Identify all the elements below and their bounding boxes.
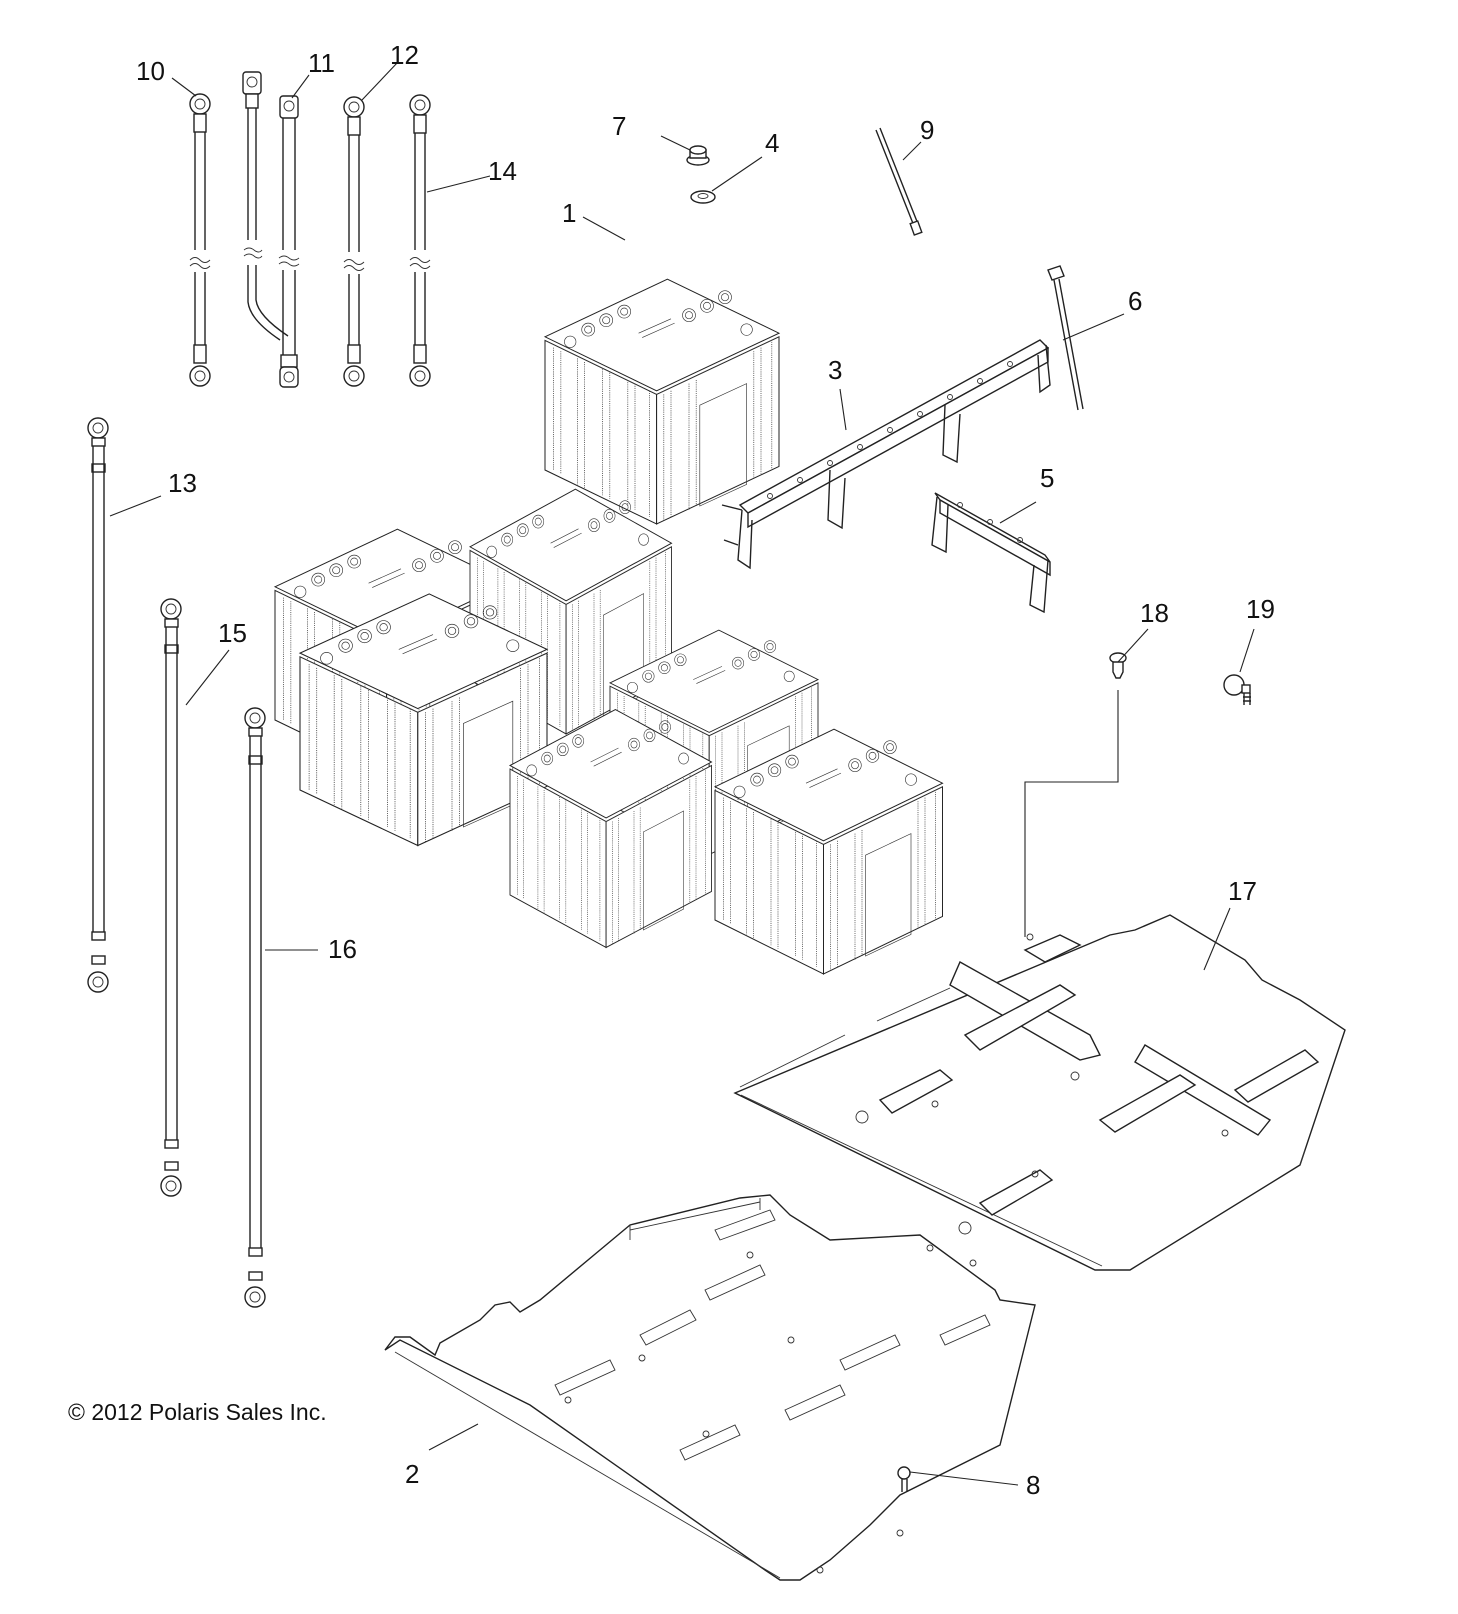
callout-10: 10 (136, 56, 165, 86)
callout-6: 6 (1128, 286, 1142, 316)
callout-5: 5 (1040, 463, 1054, 493)
cable-13 (87, 417, 109, 993)
callout-1: 1 (562, 198, 576, 228)
washer-4 (690, 190, 716, 204)
callout-11: 11 (308, 48, 335, 78)
cable-15 (160, 598, 182, 1197)
bracket-3 (721, 339, 1051, 570)
push-rivet-18 (1109, 652, 1127, 679)
callout-4: 4 (765, 128, 779, 158)
cable-10 (189, 93, 211, 387)
callout-15: 15 (218, 618, 247, 648)
flange-nut-7 (686, 145, 710, 166)
rubber-mat-17 (733, 914, 1346, 1271)
copyright-notice: © 2012 Polaris Sales Inc. (68, 1399, 327, 1425)
battery-cluster (274, 488, 944, 975)
callout-18: 18 (1140, 598, 1169, 628)
callout-19: 19 (1246, 594, 1275, 624)
callout-14: 14 (488, 156, 517, 186)
callout-12: 12 (390, 40, 419, 70)
cable-11 (242, 71, 300, 388)
callout-13: 13 (168, 468, 197, 498)
p-clamp-19 (1223, 674, 1251, 705)
callout-16: 16 (328, 934, 357, 964)
rod-6 (1047, 265, 1084, 411)
callout-labels: 10 11 12 14 1 7 4 9 6 3 5 13 15 16 18 19… (68, 40, 1275, 1500)
leader-lines (109, 61, 1255, 1486)
tray-plate-2 (384, 1194, 1036, 1581)
callout-9: 9 (920, 115, 934, 145)
bracket-5 (931, 492, 1051, 614)
callout-3: 3 (828, 355, 842, 385)
callout-8: 8 (1026, 1470, 1040, 1500)
callout-7: 7 (612, 111, 626, 141)
bolt-8 (897, 1466, 911, 1492)
battery-1 (544, 278, 780, 525)
rod-9 (875, 127, 923, 236)
callout-17: 17 (1228, 876, 1257, 906)
cable-14 (409, 94, 431, 387)
cable-16 (244, 707, 266, 1308)
cable-12 (343, 96, 365, 387)
callout-2: 2 (405, 1459, 419, 1489)
